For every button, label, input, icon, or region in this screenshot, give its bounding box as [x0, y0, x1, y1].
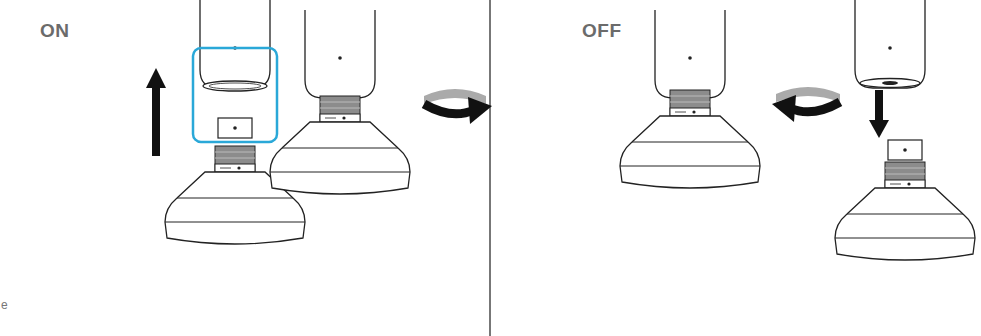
- cut-off-text: e: [1, 298, 8, 312]
- state-heading: OFF: [582, 20, 622, 42]
- state-heading: ON: [40, 20, 70, 42]
